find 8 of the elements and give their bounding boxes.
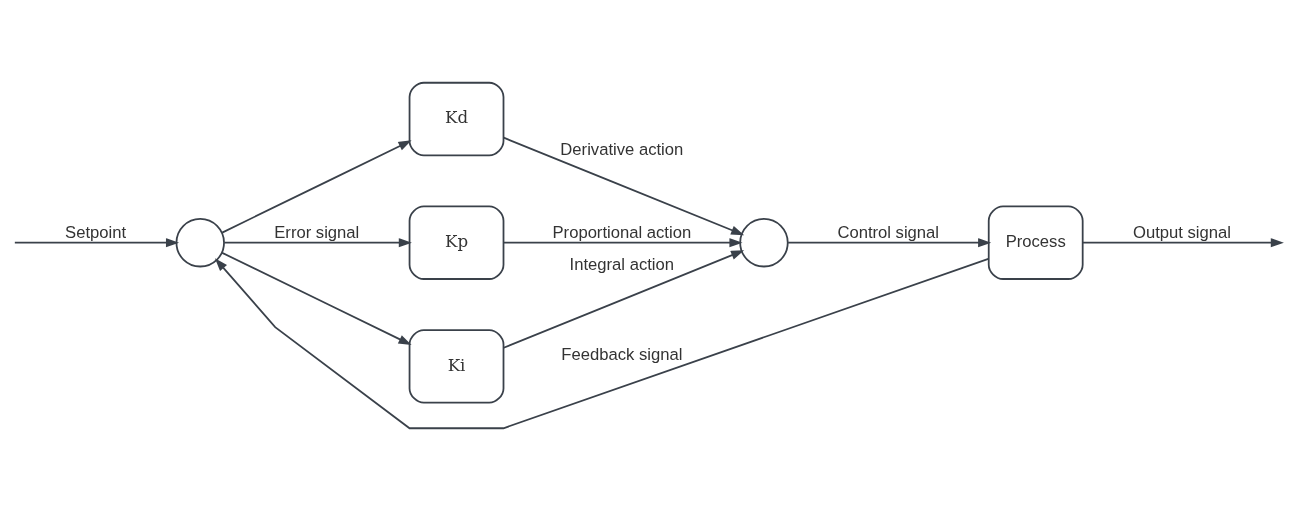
edge-label: Derivative action	[560, 139, 684, 159]
edge-label: Feedback signal	[561, 344, 683, 363]
edge-label: Output signal	[1133, 222, 1231, 242]
edge-label: Error signal	[274, 222, 360, 242]
edge-label: Control signal	[837, 222, 940, 242]
edge-label: Proportional action	[552, 222, 692, 242]
edge-label: Setpoint	[65, 222, 127, 242]
edge-label: Integral action	[569, 254, 675, 274]
